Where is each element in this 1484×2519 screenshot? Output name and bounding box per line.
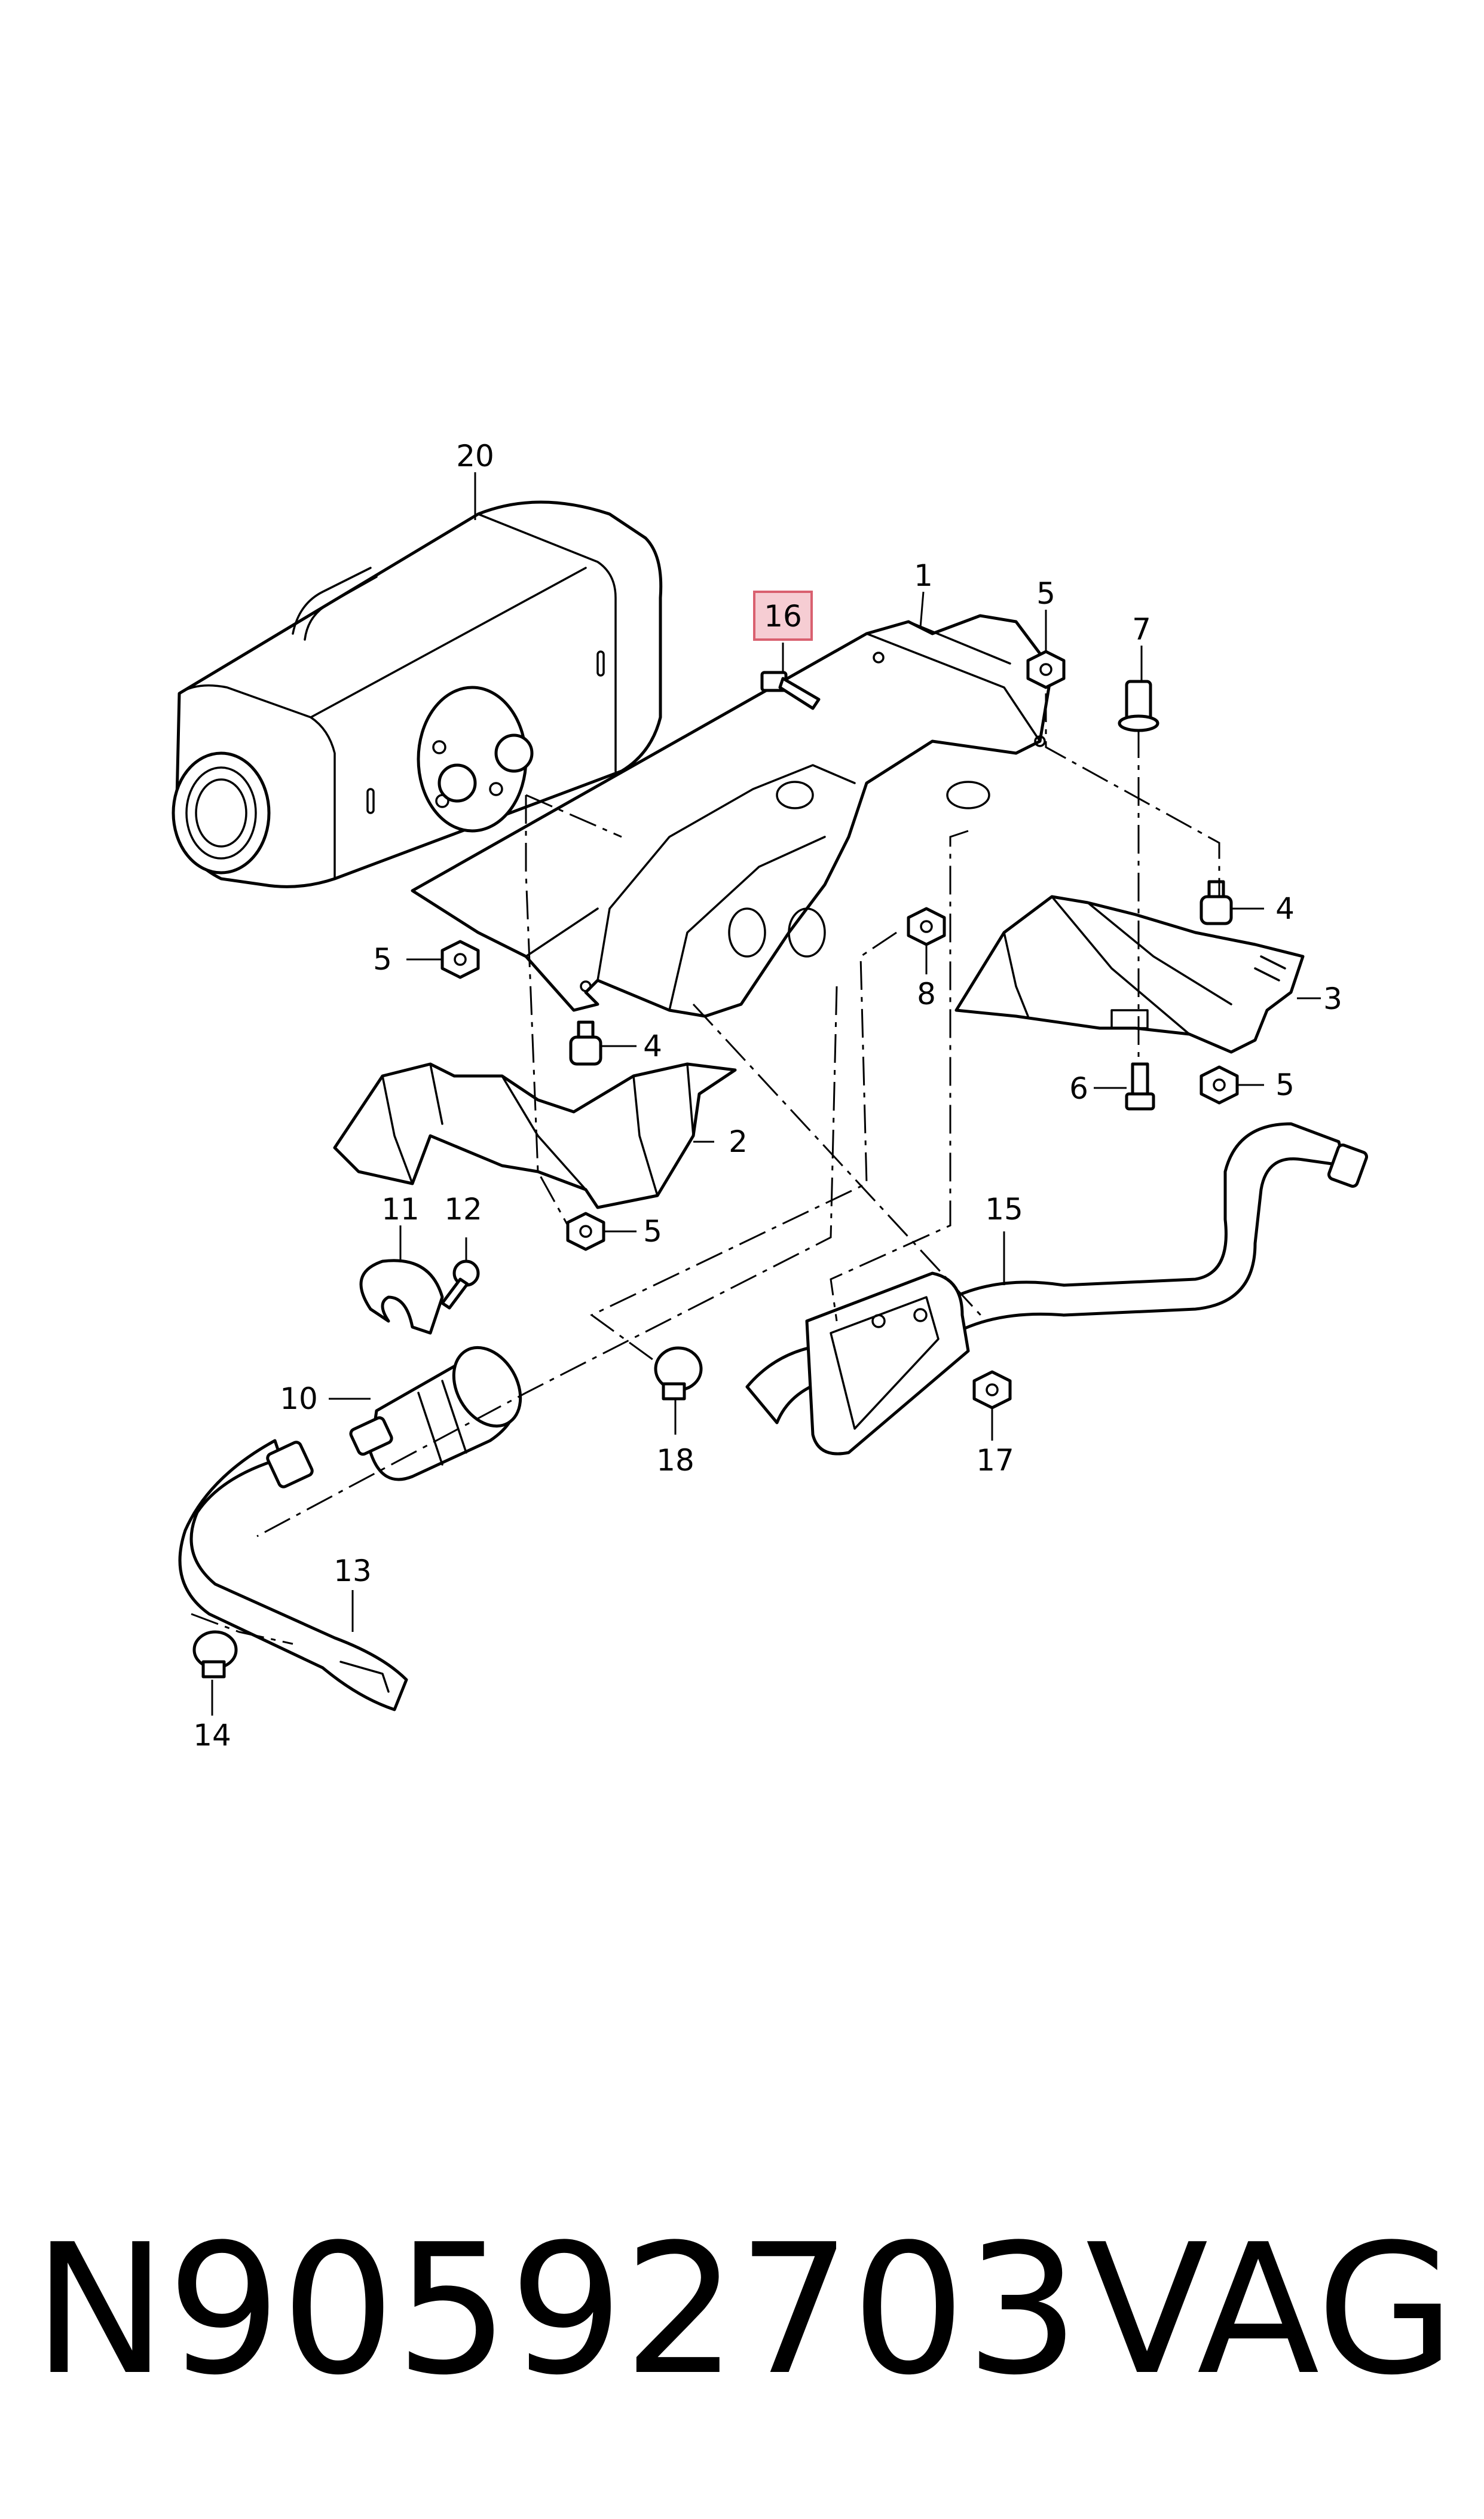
callout-11: 11 [381, 1192, 420, 1227]
assembly-guide-lines [191, 693, 1220, 1645]
bracket-left [333, 1062, 737, 1209]
callout-3: 3 [1323, 982, 1342, 1016]
highlight-box-16 [753, 591, 813, 641]
callout-12: 12 [444, 1192, 482, 1227]
callout-14: 14 [193, 1718, 231, 1753]
callout-17: 17 [976, 1443, 1014, 1478]
callout-2: 2 [729, 1124, 748, 1159]
callout-13: 13 [333, 1554, 372, 1588]
hex-nut-5c [1200, 1065, 1239, 1105]
callout-20: 20 [456, 439, 494, 473]
mounting-bracket-main [411, 614, 1054, 1018]
rubber-mount-4b [1200, 880, 1233, 925]
fuel-line-13 [178, 1439, 408, 1711]
screw-12 [440, 1260, 480, 1310]
part-number: N90592703 [33, 2206, 1080, 2414]
callout-5-right: 5 [1275, 1068, 1295, 1102]
hose-clamp-14 [192, 1630, 238, 1679]
bolt-16 [760, 671, 821, 710]
hex-nut-5d [566, 1212, 605, 1251]
footer: N90592703 VAG [33, 2212, 1455, 2409]
callout-1: 1 [914, 558, 933, 593]
hex-nut-5a [440, 940, 480, 979]
bolt-6 [1125, 1062, 1155, 1111]
clamp-11 [359, 1259, 444, 1335]
callout-5-bottom: 5 [643, 1214, 662, 1249]
brand-name: VAG [1085, 2206, 1455, 2414]
callout-18: 18 [656, 1443, 694, 1478]
callout-7: 7 [1132, 612, 1151, 647]
exploded-parts-diagram: 20 1 16 5 7 4 3 5 6 5 4 8 2 5 11 12 10 1… [172, 439, 1368, 1753]
auxiliary-heater-unit [172, 500, 663, 888]
hex-nut-5b [1026, 650, 1066, 689]
callout-15: 15 [985, 1192, 1023, 1227]
bracket-right [954, 895, 1305, 1054]
callout-16: 16 [764, 599, 802, 634]
callout-8: 8 [917, 977, 936, 1011]
fuel-pump-10 [349, 1346, 522, 1481]
leader-lines [211, 472, 1321, 1716]
nut-17 [972, 1370, 1012, 1410]
nut-8 [907, 907, 946, 946]
flange-plate [805, 1271, 970, 1456]
callout-10: 10 [280, 1381, 318, 1416]
callout-5-top: 5 [1036, 576, 1055, 611]
rubber-mount-4a [569, 1020, 602, 1066]
callouts: 20 1 16 5 7 4 3 5 6 5 4 8 2 5 11 12 10 1… [193, 439, 1342, 1753]
callout-6: 6 [1069, 1071, 1088, 1106]
callout-4-left: 4 [643, 1029, 662, 1063]
callout-4-right: 4 [1275, 891, 1295, 926]
hose-clamp-18 [654, 1346, 703, 1401]
callout-5-left: 5 [373, 942, 392, 977]
rivet-nut-7 [1118, 680, 1159, 732]
